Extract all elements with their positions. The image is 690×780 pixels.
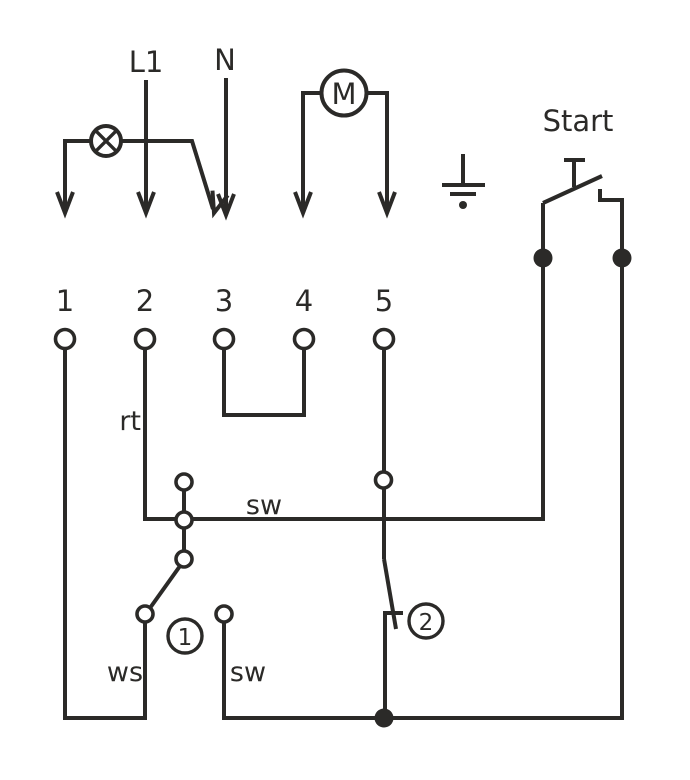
arrow-l1 xyxy=(136,191,156,219)
changeover-switch-1: 1 xyxy=(135,472,234,655)
arrowheads xyxy=(55,190,397,221)
wires xyxy=(63,78,624,720)
arrow-n xyxy=(216,193,236,221)
wire-label-sw-mid: sw xyxy=(246,490,282,521)
wire-label-rt: rt xyxy=(119,406,141,437)
start-actuator xyxy=(564,158,585,187)
terminal-label-5: 5 xyxy=(375,284,393,318)
start-button-symbol: Start xyxy=(533,104,632,268)
switch1-contact-sw xyxy=(214,604,234,624)
labels: L1 N rt sw ws sw xyxy=(107,43,282,688)
start-blade xyxy=(542,174,603,205)
junction-dot-start-right xyxy=(612,248,632,268)
wire-label-ws: ws xyxy=(107,657,143,688)
junction-dot-bottom xyxy=(374,708,394,728)
wire-label-sw-bottom: sw xyxy=(230,657,266,688)
terminal3-4-bridge xyxy=(222,348,306,417)
switch1-contact-mid xyxy=(174,510,194,530)
supply-n-label: N xyxy=(214,43,236,77)
terminal-label-3: 3 xyxy=(215,284,233,318)
lamp-wire-run xyxy=(63,139,215,211)
lamp-cross xyxy=(94,129,118,153)
switch2-upper-contact xyxy=(373,470,394,490)
arrow-terminal1 xyxy=(55,191,75,219)
switch2-number: 2 xyxy=(419,610,434,636)
motor-label: M xyxy=(331,77,356,111)
terminal1-ws-run xyxy=(63,348,147,720)
terminal-circle-5 xyxy=(372,327,396,351)
switch1-contact-top xyxy=(174,472,194,492)
switch2-blade xyxy=(382,558,398,630)
start-label: Start xyxy=(543,104,614,138)
switch1-contact-ws xyxy=(135,604,155,624)
pilot-lamp-icon xyxy=(89,124,123,158)
switch2-number-circle xyxy=(407,602,445,640)
switch1-number-circle xyxy=(166,617,204,655)
supply-l1-label: L1 xyxy=(129,45,164,79)
ground-icon xyxy=(442,154,485,209)
motor-icon: M xyxy=(319,68,369,118)
terminal2-sw-run xyxy=(143,203,545,521)
arrow-lamp-diagonal xyxy=(210,190,230,219)
switch1-blade xyxy=(148,564,182,610)
start-right-bottom-bus xyxy=(222,189,624,720)
terminal-label-1: 1 xyxy=(56,284,74,318)
arrow-motor-right xyxy=(377,191,397,219)
terminal-label-2: 2 xyxy=(136,284,154,318)
motor-circle xyxy=(319,68,369,118)
terminal-circle-3 xyxy=(212,327,236,351)
terminal-label-4: 4 xyxy=(295,284,313,318)
terminal-row: 1 2 3 4 5 xyxy=(53,284,396,351)
terminal-circle-4 xyxy=(292,327,316,351)
switch1-contact-low xyxy=(174,549,194,569)
terminal-circle-2 xyxy=(133,327,157,351)
switch2-lower-contact xyxy=(383,611,403,718)
arrow-motor-left xyxy=(293,191,313,219)
junction-dot-start-left xyxy=(533,248,553,268)
switch1-number: 1 xyxy=(178,625,193,651)
switch-contact-2: 2 xyxy=(373,470,445,640)
terminal-circle-1 xyxy=(53,327,77,351)
ground-dot xyxy=(459,201,467,209)
